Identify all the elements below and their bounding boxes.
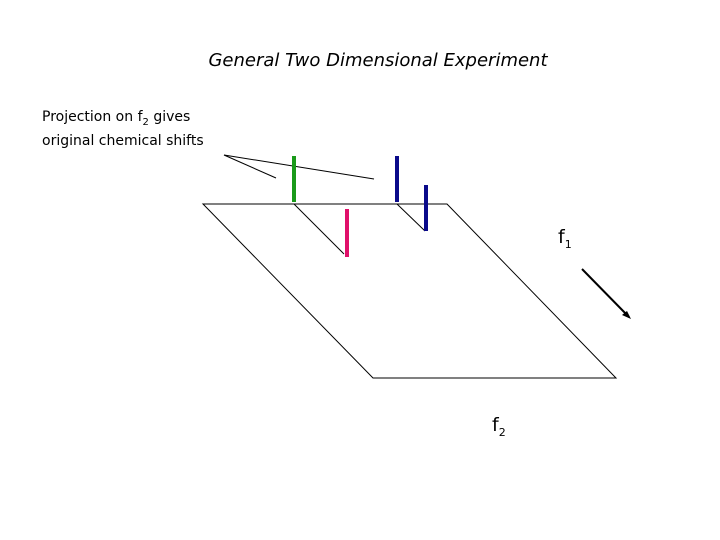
spectrum-plane	[201, 203, 618, 379]
f1-axis-label: f1	[558, 226, 572, 251]
projection-line-lower	[223, 154, 277, 179]
f1-arrow-head	[622, 311, 631, 319]
blue-peak-base-line	[396, 203, 426, 232]
projection-line-upper	[223, 154, 375, 180]
projection-note: Projection on f2 gives original chemical…	[42, 108, 204, 150]
projection-note-line-2: original chemical shifts	[42, 132, 204, 149]
green-peak-base-line	[293, 203, 345, 255]
f1-direction-arrow	[581, 268, 630, 318]
f2-axis-label: f2	[492, 414, 506, 439]
projection-note-line-1: Projection on f2 gives	[42, 109, 191, 128]
diagram-title: General Two Dimensional Experiment	[208, 50, 548, 71]
